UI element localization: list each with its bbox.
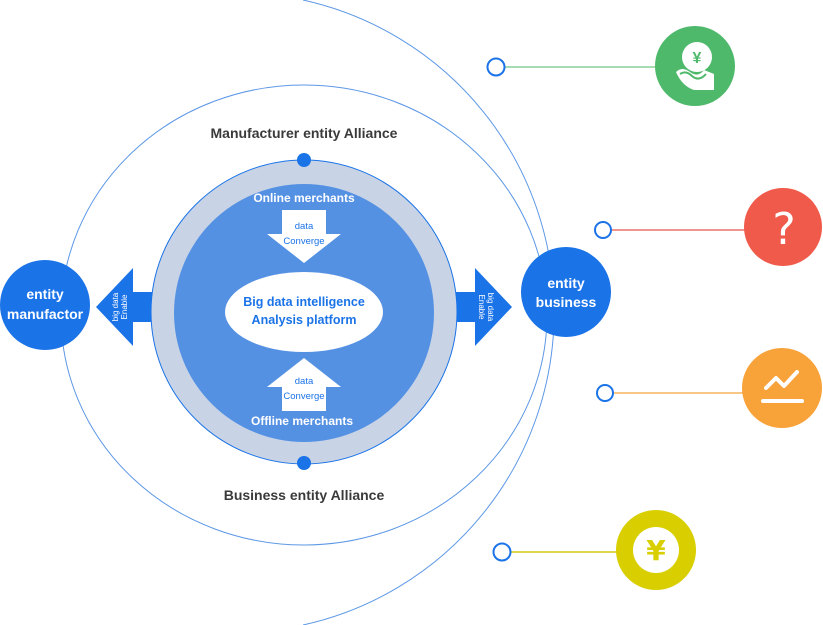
feature-circle-3[interactable] (742, 348, 822, 428)
orbit-node-3[interactable] (596, 384, 614, 402)
enable-arrow-right: big data Enable (450, 268, 512, 346)
hand-yen-glyph: ¥ (693, 50, 702, 67)
feature-icon-1[interactable]: ¥ (655, 26, 735, 106)
entity-business-circle[interactable] (521, 247, 611, 337)
feature-icon-2[interactable]: ? (744, 188, 822, 266)
feature-icon-4[interactable]: ¥ (616, 510, 696, 590)
enable-arrow-left: big data Enable (96, 268, 158, 346)
entity-manufactor-circle[interactable] (0, 260, 90, 350)
orbit-node-1[interactable] (486, 57, 506, 77)
yen-coin-inner (633, 527, 679, 573)
manufacturer-alliance-label: Manufacturer entity Alliance (211, 125, 398, 141)
hand-yen-icon: ¥ (676, 42, 714, 90)
entity-manufactor-node[interactable]: entity manufactor (0, 260, 90, 350)
platform-title-line1: Big data intelligence (243, 295, 365, 309)
analysis-platform-core[interactable] (225, 272, 383, 352)
platform-title-line2: Analysis platform (252, 313, 357, 327)
enable-left-line1: big data (111, 292, 120, 321)
orbit-node-2[interactable] (594, 221, 612, 239)
entity-business-node[interactable]: entity business (521, 247, 611, 337)
online-merchants-label: Online merchants (253, 191, 355, 205)
offline-merchants-label: Offline merchants (251, 414, 353, 428)
business-alliance-label: Business entity Alliance (224, 487, 385, 503)
entity-manufactor-line2: manufactor (7, 306, 84, 322)
converge-down-line1: data (295, 221, 314, 232)
feature-icon-3[interactable] (742, 348, 822, 428)
converge-down-line2: Converge (283, 236, 324, 247)
feature-circle-2[interactable] (744, 188, 822, 266)
converge-up-line2: Converge (283, 391, 324, 402)
enable-left-line2: Enable (120, 294, 129, 319)
enable-right-line1: big data (486, 293, 495, 322)
entity-manufactor-line1: entity (26, 286, 64, 302)
converge-arrow-up: data Converge (267, 358, 341, 411)
enable-right-line2: Enable (477, 295, 486, 320)
converge-up-line1: data (295, 376, 314, 387)
ring-dot-bottom (297, 456, 311, 470)
orbit-node-4[interactable] (492, 542, 512, 562)
ring-dot-top (297, 153, 311, 167)
entity-business-line2: business (536, 294, 597, 310)
trend-chart-icon (761, 370, 804, 403)
converge-arrow-down: data Converge (267, 210, 341, 263)
entity-business-line1: entity (547, 275, 585, 291)
yen-coin-icon: ¥ (646, 534, 666, 567)
question-icon: ? (772, 204, 795, 255)
